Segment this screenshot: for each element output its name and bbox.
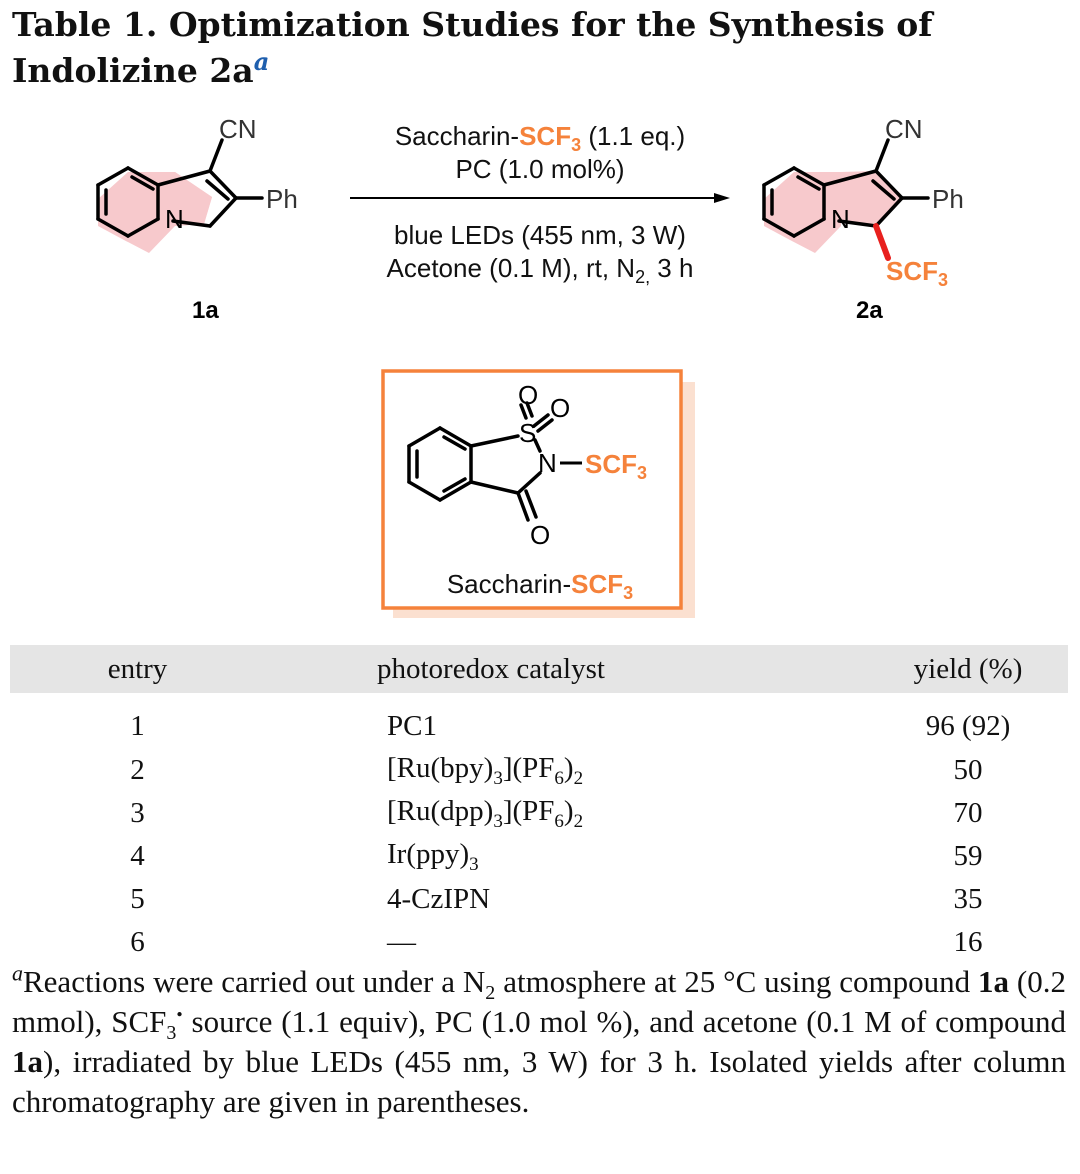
reagent-box-frame xyxy=(381,369,683,610)
table-row: 2 [Ru(bpy)3](PF6)2 50 xyxy=(10,749,1068,792)
reactant-ring-n: N xyxy=(165,204,184,234)
cell-entry: 4 xyxy=(130,840,145,872)
reagent-atom-n: N xyxy=(538,448,557,478)
reactant-label: 1a xyxy=(192,297,219,324)
cell-entry: 3 xyxy=(130,797,145,829)
cell-entry: 6 xyxy=(130,926,145,958)
cell-entry: 2 xyxy=(130,754,145,786)
table-title: Table 1. Optimization Studies for the Sy… xyxy=(12,5,933,90)
table-row: 1 PC1 96 (92) xyxy=(10,693,1068,749)
reagent-atom-o1: O xyxy=(518,380,538,410)
reaction-conditions: Saccharin-SCF3 (1.1 eq.) PC (1.0 mol%) b… xyxy=(350,121,730,287)
reaction-arrowhead xyxy=(714,193,730,203)
product-ring-n: N xyxy=(831,204,850,234)
cell-catalyst: — xyxy=(387,926,416,958)
reactant-cn-label: CN xyxy=(219,114,257,144)
reactant-ph-label: Ph xyxy=(266,184,298,214)
cell-yield: 59 xyxy=(953,840,983,872)
cell-catalyst: 4-CzIPN xyxy=(387,883,491,915)
cell-yield: 35 xyxy=(953,883,983,915)
condition-reagent: Saccharin-SCF3 (1.1 eq.) xyxy=(395,121,685,155)
header-yield: yield (%) xyxy=(868,645,1068,693)
reagent-atom-o3: O xyxy=(530,520,550,550)
product-ph-label: Ph xyxy=(932,184,964,214)
table-header-row: entry photoredox catalyst yield (%) xyxy=(10,645,1068,693)
cell-catalyst: PC1 xyxy=(387,709,437,742)
product-cn-label: CN xyxy=(885,114,923,144)
cell-catalyst: [Ru(dpp)3](PF6)2 xyxy=(387,794,584,832)
title-footnote-mark: a xyxy=(253,47,270,76)
reagent-box-label: Saccharin-SCF3 xyxy=(447,569,633,603)
reaction-scheme: N CN Ph 1a Saccharin-SCF3 (1.1 eq.) PC (… xyxy=(96,114,964,618)
optimization-table: entry photoredox catalyst yield (%) 1 PC… xyxy=(10,645,1068,964)
cell-catalyst: [Ru(bpy)3](PF6)2 xyxy=(387,751,584,789)
condition-catalyst: PC (1.0 mol%) xyxy=(455,154,624,184)
cell-yield: 96 (92) xyxy=(925,709,1011,742)
cell-catalyst: Ir(ppy)3 xyxy=(387,837,479,875)
condition-solvent: Acetone (0.1 M), rt, N2, 3 h xyxy=(387,253,694,287)
cell-yield: 70 xyxy=(953,797,983,829)
header-catalyst: photoredox catalyst xyxy=(265,645,868,693)
reagent-atom-s: S xyxy=(519,418,536,448)
table-row: 5 4-CzIPN 35 xyxy=(10,878,1068,921)
cell-yield: 16 xyxy=(953,926,983,958)
table-footnote: aReactions were carried out under a N2 a… xyxy=(12,960,1067,1119)
reagent-box: O O S N SCF3 O Saccharin-SCF3 xyxy=(381,369,695,618)
product-label: 2a xyxy=(856,297,883,324)
cell-yield: 50 xyxy=(953,754,983,786)
reagent-scf3: SCF3 xyxy=(585,449,647,483)
footnote-mark: a xyxy=(12,960,23,986)
table-row: 3 [Ru(dpp)3](PF6)2 70 xyxy=(10,792,1068,835)
condition-light: blue LEDs (455 nm, 3 W) xyxy=(394,220,686,250)
reactant-1a-structure: N CN Ph 1a xyxy=(96,114,298,324)
product-scf3-label: SCF3 xyxy=(886,256,948,290)
table-row: 4 Ir(ppy)3 59 xyxy=(10,835,1068,878)
highlighted-c-s-bond xyxy=(873,223,891,261)
reagent-atom-o2: O xyxy=(550,393,570,423)
table-row: 6 — 16 xyxy=(10,921,1068,964)
cell-entry: 1 xyxy=(130,709,145,742)
cell-entry: 5 xyxy=(130,883,145,915)
product-2a-structure: N CN Ph SCF3 2a xyxy=(762,114,964,324)
header-entry: entry xyxy=(10,645,265,693)
